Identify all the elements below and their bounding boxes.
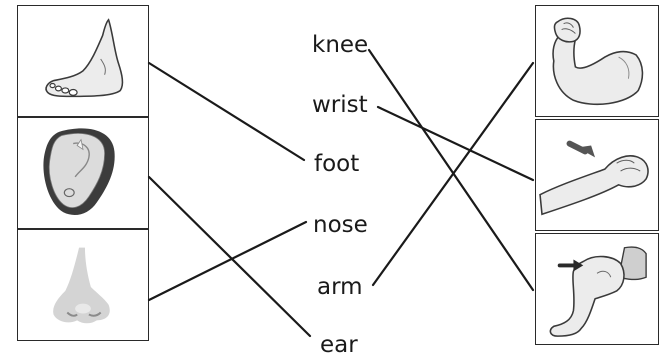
foot-picture <box>17 5 149 117</box>
word-knee: knee <box>312 32 369 58</box>
line-foot-picture-to-foot <box>147 61 306 162</box>
ear-picture <box>17 117 149 229</box>
line-knee-to-knee-picture <box>367 48 535 292</box>
word-ear: ear <box>320 332 358 358</box>
word-foot: foot <box>314 151 360 177</box>
word-nose: nose <box>313 212 368 238</box>
line-nose-picture-to-nose <box>147 220 308 302</box>
wrist-illustration <box>539 140 649 216</box>
arm-illustration <box>552 17 644 106</box>
ear-illustration <box>43 128 115 215</box>
word-arm: arm <box>317 274 363 300</box>
line-wrist-to-wrist-picture <box>376 105 535 182</box>
arm-picture <box>535 5 659 117</box>
foot-illustration <box>45 18 124 98</box>
line-ear-picture-to-ear <box>147 175 312 338</box>
knee-illustration <box>549 246 647 337</box>
wrist-picture <box>535 119 659 231</box>
word-wrist: wrist <box>312 92 368 118</box>
line-arm-to-arm-picture <box>371 61 535 287</box>
nose-illustration <box>53 247 110 324</box>
knee-picture <box>535 233 659 345</box>
nose-picture <box>17 229 149 341</box>
